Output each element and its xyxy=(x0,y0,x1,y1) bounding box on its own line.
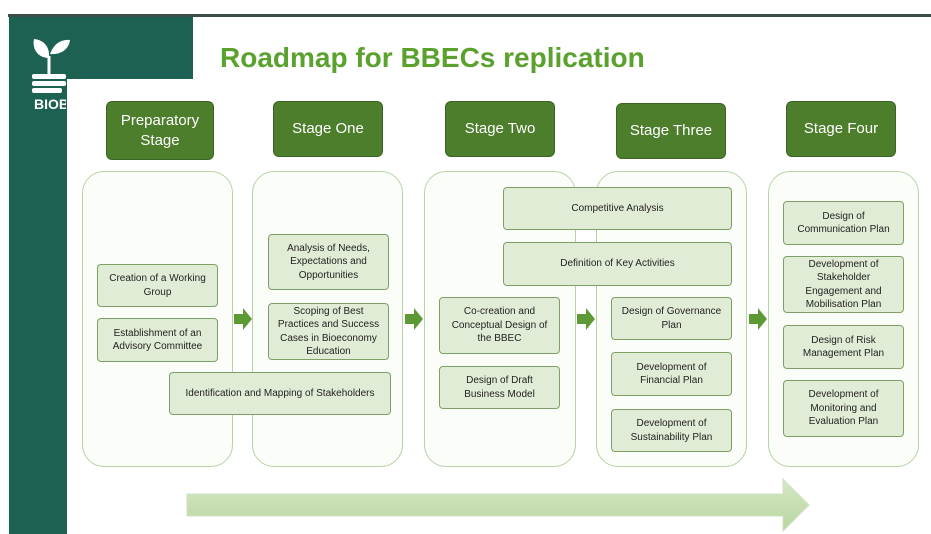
stage-one-header: Stage One xyxy=(273,101,383,157)
stage-three-header: Stage Three xyxy=(616,103,726,159)
arrow-right-icon xyxy=(577,308,595,330)
activity-co-creation: Co-creation and Conceptual Design of the… xyxy=(439,297,560,354)
activity-needs-analysis: Analysis of Needs, Expectations and Oppo… xyxy=(268,234,389,290)
plant-hand-icon xyxy=(32,39,70,93)
activity-sustainability-plan: Development of Sustainability Plan xyxy=(611,409,732,452)
activity-stakeholder-engagement: Development of Stakeholder Engagement an… xyxy=(783,256,904,313)
page-title: Roadmap for BBECs replication xyxy=(220,42,645,73)
stage-two-header: Stage Two xyxy=(445,101,555,157)
logo-text: BIOBE xyxy=(34,96,66,112)
arrow-right-icon xyxy=(405,308,423,330)
activity-monitoring-evaluation: Development of Monitoring and Evaluation… xyxy=(783,380,904,437)
sidebar-band xyxy=(9,17,67,534)
activity-governance-plan: Design of Governance Plan xyxy=(611,297,732,340)
logo-band xyxy=(67,17,193,79)
activity-competitive-analysis: Competitive Analysis xyxy=(503,187,732,230)
arrow-right-icon xyxy=(234,308,252,330)
stage-four-header: Stage Four xyxy=(786,101,896,157)
arrow-right-icon xyxy=(749,308,767,330)
activity-stakeholder-mapping: Identification and Mapping of Stakeholde… xyxy=(169,372,391,415)
activity-financial-plan: Development of Financial Plan xyxy=(611,352,732,396)
stage-preparatory-header: Preparatory Stage xyxy=(106,101,214,160)
timeline-arrow-icon xyxy=(186,478,810,532)
activity-advisory-committee: Establishment of an Advisory Committee xyxy=(97,318,218,362)
activity-best-practices: Scoping of Best Practices and Success Ca… xyxy=(268,303,389,360)
activity-working-group: Creation of a Working Group xyxy=(97,264,218,307)
activity-draft-business-model: Design of Draft Business Model xyxy=(439,366,560,409)
activity-communication-plan: Design of Communication Plan xyxy=(783,201,904,245)
activity-key-activities: Definition of Key Activities xyxy=(503,242,732,286)
activity-risk-management: Design of Risk Management Plan xyxy=(783,325,904,369)
top-divider-line xyxy=(8,14,931,17)
